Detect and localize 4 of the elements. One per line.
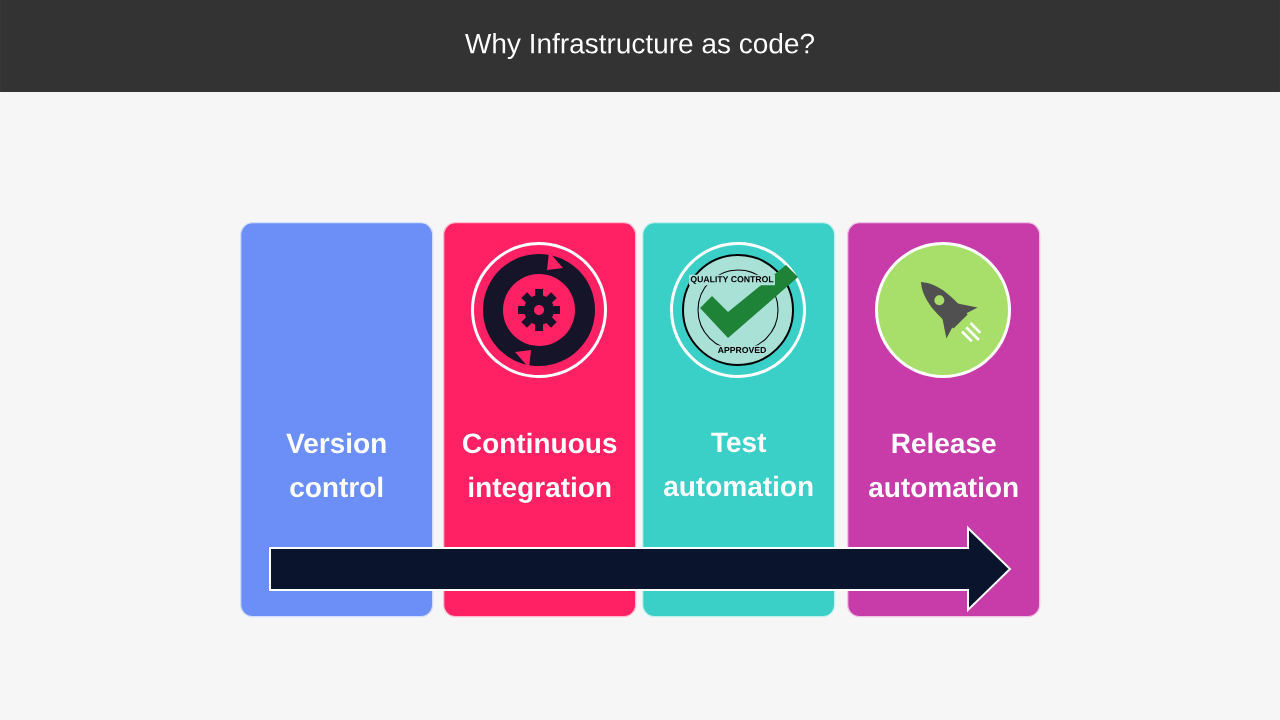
title-bar: Why Infrastructure as code? — [0, 0, 1280, 92]
stamp-text: QUALITY CONTROL — [689, 274, 775, 286]
stamp-text: APPROVED — [716, 345, 768, 355]
card: Version control — [240, 222, 434, 618]
